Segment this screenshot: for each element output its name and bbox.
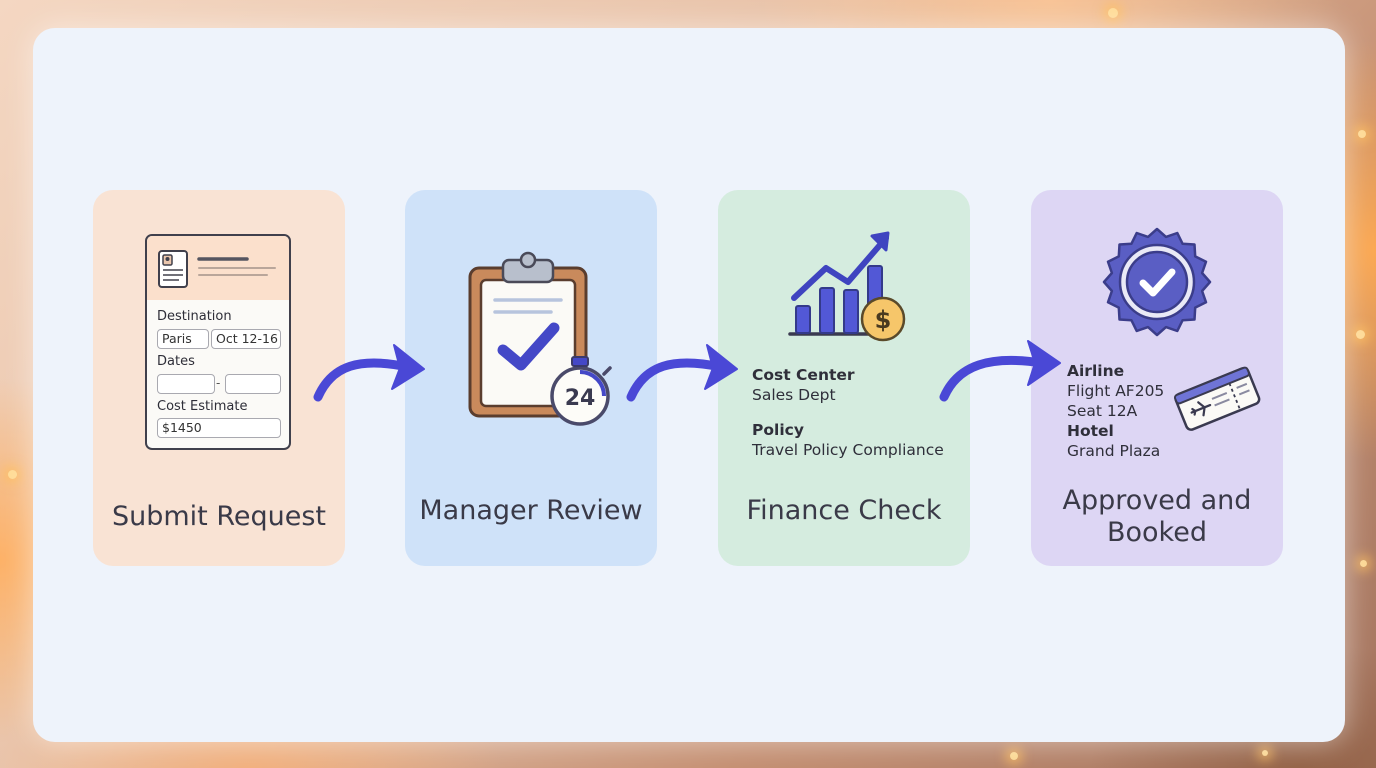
step-title-line1: Approved and — [1062, 485, 1252, 516]
hotel-value: Grand Plaza — [1067, 442, 1161, 460]
cost-center-value: Sales Dept — [752, 386, 836, 404]
policy-label: Policy — [752, 421, 804, 439]
step-card-finance-check: Finance Check — [718, 190, 970, 566]
flow-arrow-1 — [313, 344, 425, 402]
svg-text:$: $ — [875, 306, 892, 334]
flow-arrow-2 — [626, 344, 738, 402]
airline-label: Airline — [1067, 362, 1125, 380]
step-title: Submit Request — [111, 501, 327, 532]
dates-value-field: Oct 12-16 — [211, 329, 281, 349]
cost-estimate-field: $1450 — [157, 418, 281, 438]
background-spark — [1356, 330, 1365, 339]
flow-arrow-3 — [939, 340, 1061, 402]
dates-label: Dates — [157, 354, 195, 369]
step-title: Manager Review — [419, 495, 643, 526]
background-spark — [1108, 8, 1118, 18]
growth-chart-dollar-icon: $ — [788, 231, 906, 342]
request-form-illustration: Destination Paris Oct 12-16 Dates - Cost… — [145, 234, 291, 450]
background-spark — [8, 470, 17, 479]
plane-ticket-icon — [1174, 366, 1261, 431]
background-spark — [1010, 752, 1018, 760]
flight-value: Flight AF205 — [1067, 382, 1165, 400]
finance-details: Cost Center Sales Dept Policy Travel Pol… — [752, 365, 944, 460]
clipboard-check-icon: 24 — [468, 251, 612, 426]
hotel-label: Hotel — [1067, 422, 1114, 440]
background-spark — [1360, 560, 1367, 567]
destination-field: Paris — [157, 329, 209, 349]
policy-value: Travel Policy Compliance — [752, 441, 944, 459]
end-date-field — [225, 374, 281, 394]
timer-label: 24 — [565, 386, 596, 411]
step-title: Finance Check — [746, 495, 942, 526]
background-spark — [1358, 130, 1366, 138]
destination-label: Destination — [157, 309, 232, 324]
seat-value: Seat 12A — [1067, 402, 1138, 420]
cost-center-label: Cost Center — [752, 366, 855, 384]
background-spark — [1262, 750, 1268, 756]
cost-estimate-label: Cost Estimate — [157, 399, 248, 414]
start-date-field — [157, 374, 215, 394]
date-range-separator: - — [216, 376, 221, 390]
approved-badge-icon — [1102, 227, 1212, 337]
form-icon — [158, 250, 276, 288]
booking-details: Airline Flight AF205 Seat 12A Hotel Gran… — [1067, 361, 1164, 461]
step-title-line2: Booked — [1107, 517, 1207, 548]
